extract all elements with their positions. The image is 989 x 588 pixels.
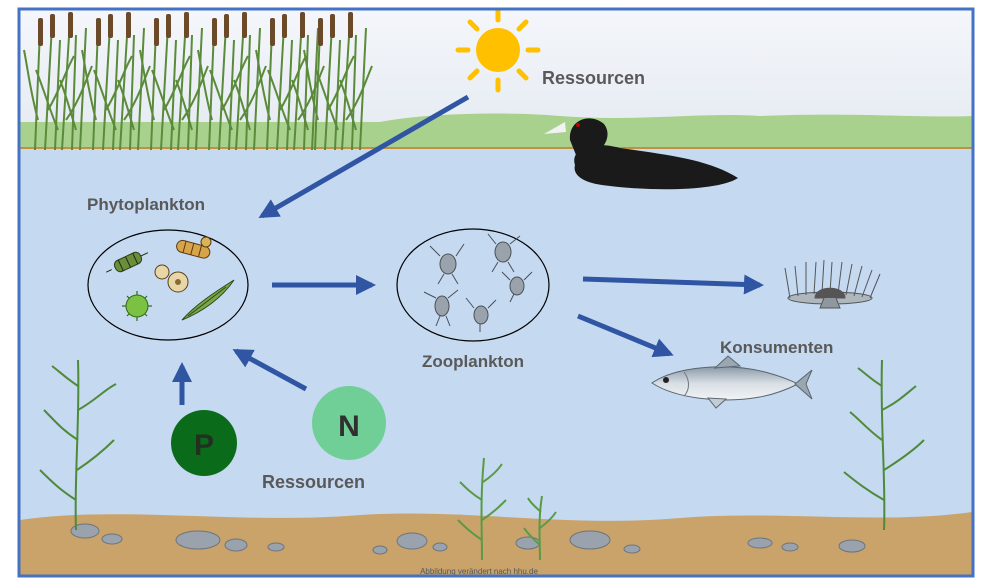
zooplankton-label: Zooplankton	[422, 352, 524, 371]
ressourcen-bottom-label: Ressourcen	[262, 472, 365, 492]
water	[20, 148, 972, 540]
nutrient-n-label: N	[338, 410, 360, 443]
phytoplankton-organisms	[106, 236, 235, 321]
arrow-zoo-to-fish	[577, 313, 674, 358]
shore-grass	[20, 113, 972, 150]
phytoplankton-label: Phytoplankton	[87, 195, 205, 214]
image-credit: Abbildung verändert nach hhu.de	[420, 567, 538, 576]
phytoplankton-circle	[87, 229, 249, 341]
sun-icon	[455, 7, 541, 93]
arrow-zoo-to-consumer	[582, 274, 764, 295]
pebbles	[70, 523, 866, 555]
zooplankton-organisms	[423, 233, 533, 332]
ressourcen-top-label: Ressourcen	[542, 68, 645, 88]
fish-icon	[651, 355, 813, 409]
water-plant-icon	[39, 359, 117, 531]
reed-icon	[23, 11, 373, 151]
phosphorus-circle	[171, 410, 237, 476]
nitrogen-circle	[312, 386, 386, 460]
rotifer-icon	[784, 259, 881, 309]
zooplankton-circle	[396, 228, 550, 342]
water-plant-icon	[843, 359, 925, 531]
konsumenten-label: Konsumenten	[720, 338, 833, 357]
arrow-n-to-phyto	[232, 348, 308, 392]
flow-arrows	[172, 94, 764, 405]
arrow-sun-to-phytoplankton	[258, 94, 470, 219]
frame-border	[17, 7, 975, 578]
water-plant-icon	[457, 457, 557, 561]
nutrient-p-label: P	[194, 429, 214, 462]
sediment	[20, 512, 972, 575]
coot-bird-icon	[544, 118, 738, 190]
